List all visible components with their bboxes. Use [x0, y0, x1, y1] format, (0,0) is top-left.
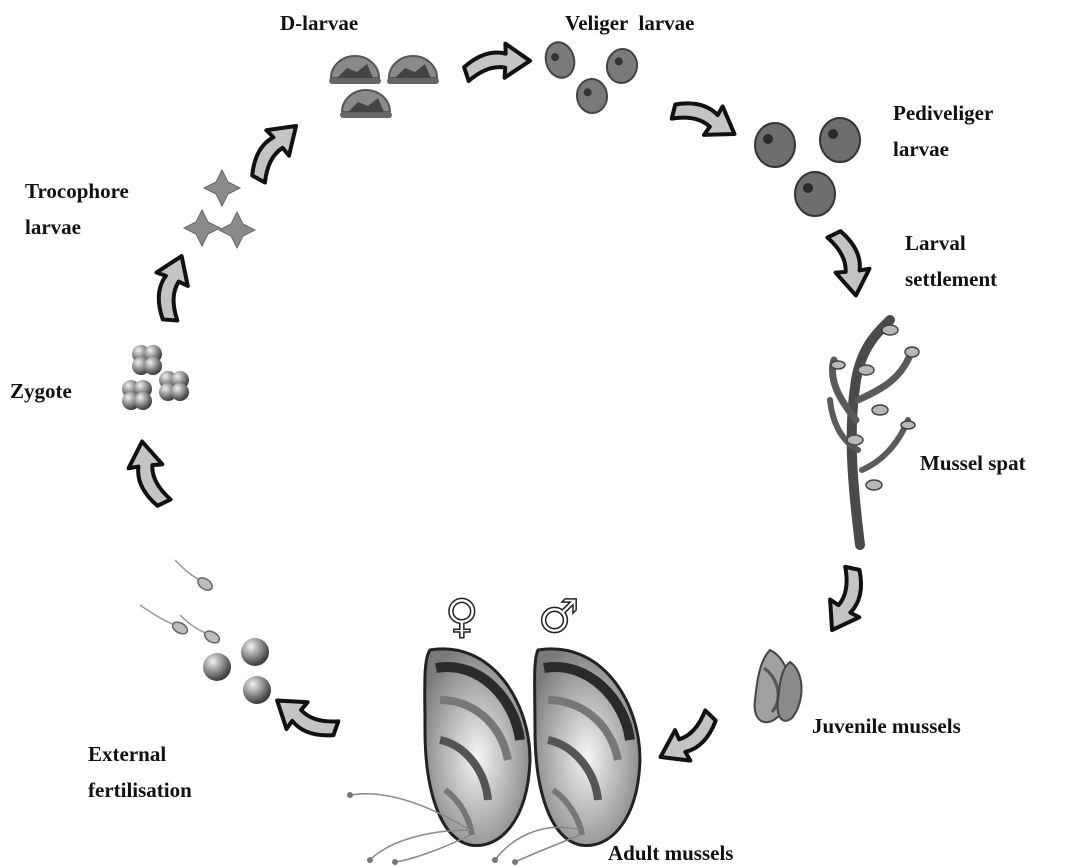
label-fertilisation-line1: External: [88, 742, 166, 766]
pediveliger-larvae-illustration: [755, 118, 860, 216]
zygote-illustration: [122, 345, 189, 410]
label-adult-mussels: Adult mussels: [608, 841, 733, 865]
female-mussel: [425, 649, 530, 846]
male-mussel: [535, 649, 640, 846]
arrow-pediveliger-to-settlement: [827, 227, 874, 298]
arrow-veliger-to-pediveliger: [668, 85, 743, 149]
label-mussel-spat: Mussel spat: [920, 451, 1026, 475]
label-settlement-line2: settlement: [905, 267, 997, 291]
arrow-trocophore-to-d-larvae: [237, 113, 309, 185]
arrow-fertilisation-to-zygote: [124, 438, 171, 509]
arrow-d-to-veliger: [463, 43, 530, 81]
veliger-larvae-illustration: [542, 39, 640, 114]
female-symbol: ♀: [445, 589, 479, 643]
label-zygote: Zygote: [10, 379, 72, 403]
label-juvenile-mussels: Juvenile mussels: [812, 714, 961, 738]
trocophore-larvae-illustration: [184, 170, 255, 248]
juvenile-mussels-illustration: [755, 650, 802, 722]
mussel-spat-seaweed-illustration: [830, 320, 919, 545]
gametes-illustration: [140, 560, 271, 704]
label-pediveliger-line1: Pediveliger: [893, 101, 993, 125]
egg-cell: [203, 653, 231, 681]
male-symbol: ♂: [538, 589, 579, 643]
arrow-adult-to-fertilisation: [267, 686, 342, 753]
egg-cell: [243, 676, 271, 704]
adult-mussels-illustration: [347, 649, 640, 865]
label-pediveliger-line2: larvae: [893, 137, 949, 161]
label-settlement-line1: Larval: [905, 231, 966, 255]
arrow-spat-to-juvenile: [816, 563, 879, 638]
arrow-juvenile-to-adult: [652, 708, 727, 772]
label-trocophore-line2: larvae: [25, 215, 81, 239]
label-trocophore-line1: Trocophore: [25, 179, 129, 203]
label-veliger-larvae: Veliger larvae: [565, 11, 694, 35]
label-fertilisation-line2: fertilisation: [88, 778, 192, 802]
arrow-zygote-to-trocophore: [142, 250, 198, 324]
label-d-larvae: D-larvae: [280, 11, 358, 35]
d-larvae-illustration: [329, 56, 439, 118]
egg-cell: [241, 638, 269, 666]
